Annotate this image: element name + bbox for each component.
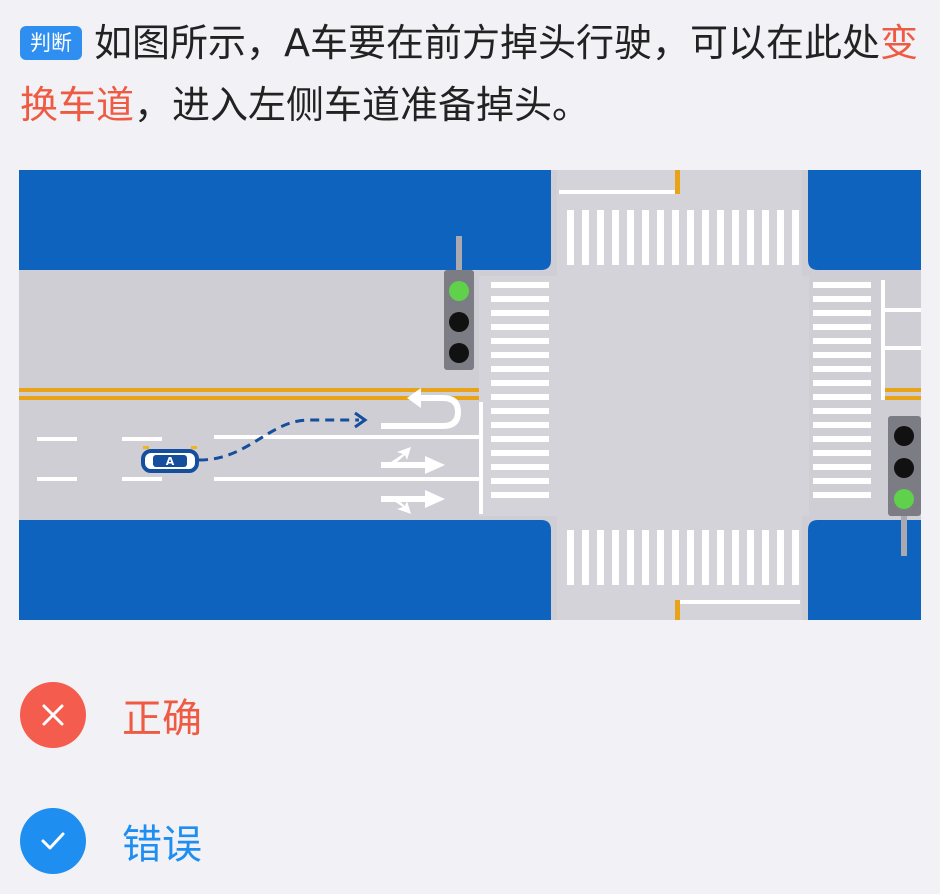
traffic-light-left — [444, 236, 474, 370]
intersection-illustration: A — [19, 170, 921, 620]
option-correct[interactable]: 正确 — [20, 680, 420, 750]
car-a: A — [141, 446, 199, 473]
option-wrong-label: 错误 — [122, 822, 202, 868]
solid-lane-line-2 — [214, 477, 479, 481]
question-text: 判断如图所示，A车要在前方掉头行驶，可以在此处变换车道，进入左侧车道准备掉头。 — [20, 12, 925, 136]
block-bottom-left — [19, 520, 551, 620]
lane-dashes — [37, 437, 162, 481]
center-line-2 — [19, 396, 479, 400]
straight-right-arrow — [381, 490, 445, 514]
x-icon — [20, 682, 86, 748]
option-wrong[interactable]: 错误 — [20, 806, 420, 876]
option-correct-label: 正确 — [122, 696, 202, 742]
question-highlight: 变换车道 — [20, 21, 919, 127]
question-text-after: ，进入左侧车道准备掉头。 — [134, 83, 591, 127]
solid-lane-line-1 — [214, 435, 479, 439]
car-label: A — [166, 455, 175, 468]
crosswalk-right — [813, 282, 871, 498]
question-type-tag: 判断 — [20, 26, 82, 60]
center-line-1 — [19, 388, 479, 392]
crosswalk-bottom — [567, 530, 799, 585]
crosswalk-left — [491, 282, 549, 498]
block-top-right — [808, 170, 921, 270]
question-text-before: 如图所示，A车要在前方掉头行驶，可以在此处 — [94, 21, 880, 65]
block-bottom-right — [808, 520, 921, 620]
uturn-arrow — [381, 388, 461, 429]
block-top-left — [19, 170, 551, 270]
crosswalk-top — [567, 210, 799, 265]
check-icon — [20, 808, 86, 874]
traffic-light-right — [888, 416, 921, 556]
lane-change-path — [198, 418, 359, 462]
stop-line — [479, 402, 483, 514]
straight-left-arrow — [381, 447, 445, 474]
